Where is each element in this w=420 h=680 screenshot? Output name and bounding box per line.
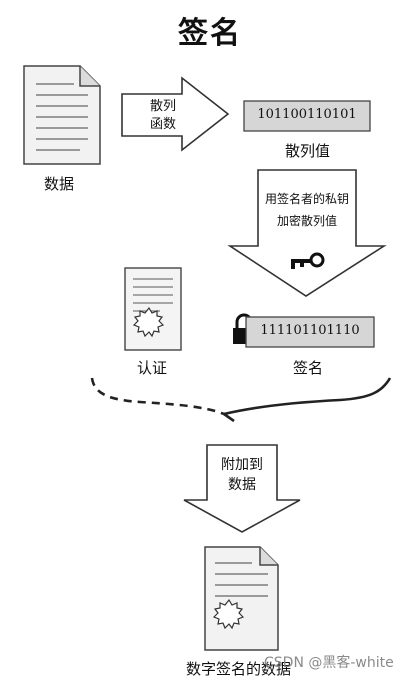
right-arrow-icon: [121, 76, 230, 152]
data-label: 数据: [44, 175, 75, 193]
encrypt-label-line1: 用签名者的私钥: [264, 192, 349, 206]
attach-label-line1: 附加到: [221, 457, 263, 473]
hash-arrow-label-line2: 函数: [150, 117, 177, 132]
document-icon: [23, 65, 101, 165]
hash-value-label: 散列值: [285, 142, 331, 160]
signed-document-icon: [204, 546, 279, 651]
watermark: CSDN @黑客-white: [264, 655, 394, 671]
brace-solid: [223, 377, 392, 416]
seal-icon: [212, 598, 245, 630]
hash-arrow-label-line1: 散列: [150, 99, 177, 114]
page-title: 签名: [178, 16, 242, 51]
signature-bits: 111101101110: [260, 323, 360, 338]
attach-arrow-icon: [183, 444, 301, 533]
certificate-icon: [124, 267, 182, 351]
seal-icon: [132, 306, 165, 338]
down-arrow-icon: [227, 169, 387, 297]
hash-bits: 101100110101: [257, 107, 357, 122]
key-icon: [291, 252, 325, 269]
certificate-label: 认证: [137, 359, 168, 377]
signed-data-label: 数字签名的数据: [186, 660, 292, 678]
signature-box: [245, 316, 375, 348]
signature-label: 签名: [293, 359, 324, 377]
hash-value-box: [243, 100, 371, 132]
encrypt-label-line2: 加密散列值: [276, 214, 337, 228]
attach-label-line2: 数据: [228, 477, 256, 493]
brace-dashed: [90, 377, 225, 416]
